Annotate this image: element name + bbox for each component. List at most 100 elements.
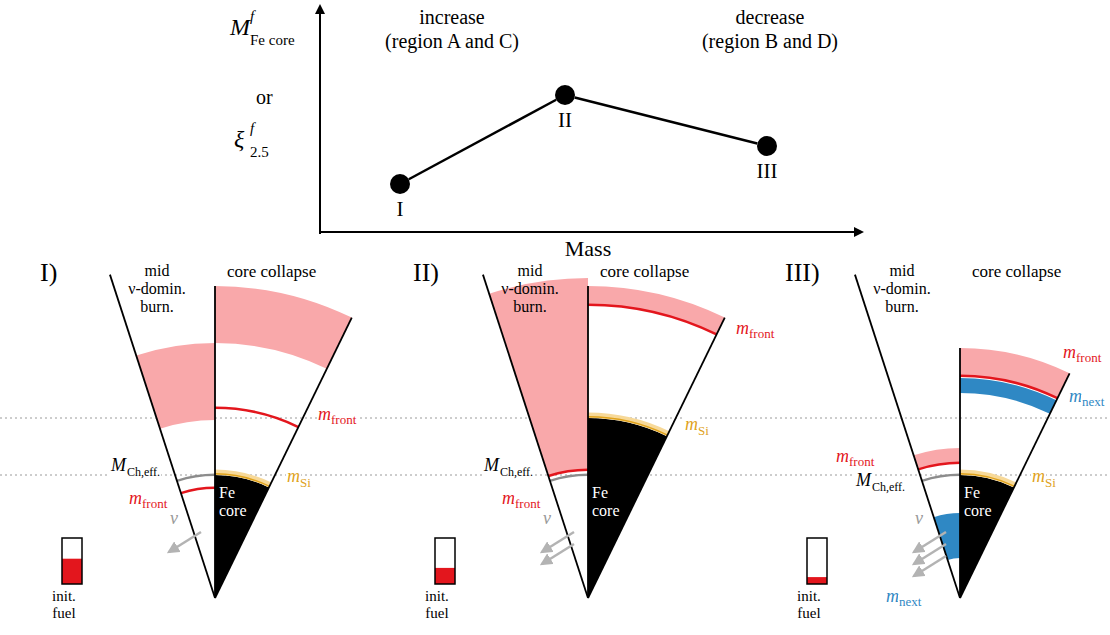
panel-number: I) bbox=[40, 258, 57, 288]
fuel-gauge bbox=[435, 538, 455, 584]
next-subscript: next bbox=[1081, 395, 1105, 410]
axis-symbol: ξ bbox=[234, 126, 244, 154]
trend-note: (region B and D) bbox=[690, 30, 850, 53]
shell-wedge bbox=[110, 275, 352, 598]
si-subscript: Si bbox=[299, 476, 312, 491]
fuel-gauge bbox=[807, 538, 827, 584]
shell-band bbox=[177, 474, 215, 482]
point-label: III bbox=[757, 159, 778, 183]
front-subscript: front bbox=[748, 327, 775, 342]
wedge-edge bbox=[960, 373, 1070, 598]
data-point: II bbox=[555, 85, 575, 105]
phase-heading: mid bbox=[112, 262, 202, 280]
core-label: Fe core bbox=[592, 484, 626, 521]
fuel-gauge bbox=[62, 538, 82, 584]
front-subscript: front bbox=[514, 497, 541, 512]
shell-band bbox=[215, 286, 352, 369]
si-subscript: Si bbox=[1044, 476, 1057, 491]
point-label: I bbox=[397, 197, 404, 221]
front-subscript: front bbox=[1075, 351, 1102, 366]
fuel-level bbox=[807, 577, 827, 584]
axis-subscript: 2.5 bbox=[250, 144, 269, 161]
x-axis bbox=[319, 231, 862, 233]
shell-wedge bbox=[483, 275, 725, 598]
phase-heading: mid bbox=[857, 262, 947, 280]
shell-band bbox=[588, 418, 667, 598]
neutrino-symbol: ν bbox=[914, 508, 924, 529]
shell-band bbox=[136, 343, 215, 429]
axis-symbol: M bbox=[230, 14, 250, 42]
mass-subscript: Ch,eff. bbox=[871, 481, 906, 495]
trend-note: decrease bbox=[690, 6, 850, 29]
wedge-edge bbox=[483, 275, 588, 598]
phase-heading: burn. bbox=[857, 298, 947, 316]
point-label: II bbox=[558, 108, 572, 132]
axis-text: or bbox=[256, 86, 273, 109]
neutrino-arrow bbox=[914, 556, 946, 576]
trend-note: (region A and C) bbox=[372, 30, 532, 53]
phase-heading: burn. bbox=[112, 298, 202, 316]
core-label: Fe core bbox=[964, 484, 998, 521]
point-marker bbox=[555, 85, 575, 105]
wedge-edge bbox=[855, 275, 960, 598]
neutrino-arrow bbox=[169, 532, 201, 552]
axis-superscript: f bbox=[250, 8, 254, 25]
phase-heading: ν-domin. bbox=[112, 280, 202, 298]
phase-heading: ν-domin. bbox=[485, 280, 575, 298]
trend-line bbox=[575, 97, 758, 143]
front-subscript: front bbox=[141, 497, 168, 512]
gauge-label: init. fuel bbox=[415, 588, 459, 623]
wedge-edge bbox=[587, 286, 589, 598]
wedge-edge bbox=[214, 286, 216, 598]
next-subscript: next bbox=[898, 595, 922, 610]
point-marker bbox=[757, 136, 777, 156]
core-label: Fe core bbox=[219, 484, 253, 521]
phase-heading: core collapse bbox=[227, 262, 316, 282]
neutrino-arrow bbox=[914, 544, 946, 564]
wedge-edge bbox=[110, 275, 215, 598]
mass-symbol: M bbox=[110, 455, 127, 476]
phase-heading: mid bbox=[485, 262, 575, 280]
neutrino-arrow bbox=[542, 532, 574, 552]
data-point: I bbox=[390, 174, 410, 194]
neutrino-arrow bbox=[914, 532, 946, 552]
axis-title: Mass bbox=[558, 236, 618, 261]
point-marker bbox=[390, 174, 410, 194]
y-axis bbox=[319, 6, 321, 234]
mass-symbol: M bbox=[483, 455, 500, 476]
shell-band bbox=[181, 487, 215, 495]
shell-band bbox=[588, 286, 725, 335]
shell-band bbox=[588, 416, 668, 436]
wedge-edge bbox=[588, 318, 725, 598]
gauge-label: init. fuel bbox=[42, 588, 86, 623]
axis-superscript: f bbox=[250, 120, 254, 137]
shell-band bbox=[960, 375, 1058, 400]
shell-band bbox=[960, 348, 1070, 398]
mass-subscript: Ch,eff. bbox=[126, 466, 161, 480]
neutrino-symbol: ν bbox=[542, 508, 552, 529]
fuel-level bbox=[62, 559, 82, 584]
panel-number: III) bbox=[785, 258, 820, 288]
phase-heading: burn. bbox=[485, 298, 575, 316]
gauge-label: init. fuel bbox=[787, 588, 831, 623]
shell-band bbox=[588, 413, 669, 437]
phase-heading: core collapse bbox=[972, 262, 1061, 282]
wedge-edge bbox=[959, 348, 961, 598]
phase-heading: ν-domin. bbox=[857, 280, 947, 298]
panel-number: II) bbox=[413, 258, 439, 288]
neutrino-arrow bbox=[542, 544, 574, 564]
fuel-level bbox=[435, 568, 455, 584]
shell-wedge bbox=[855, 275, 1070, 598]
shell-band bbox=[922, 474, 960, 482]
shell-band bbox=[588, 304, 717, 336]
neutrino-symbol: ν bbox=[169, 508, 179, 529]
shell-band bbox=[918, 462, 960, 471]
shell-band bbox=[548, 469, 588, 478]
mass-subscript: Ch,eff. bbox=[499, 466, 534, 480]
front-subscript: front bbox=[848, 455, 875, 470]
wedge-edge bbox=[215, 318, 352, 598]
axis-subscript: Fe core bbox=[250, 32, 295, 49]
front-subscript: front bbox=[330, 413, 357, 428]
